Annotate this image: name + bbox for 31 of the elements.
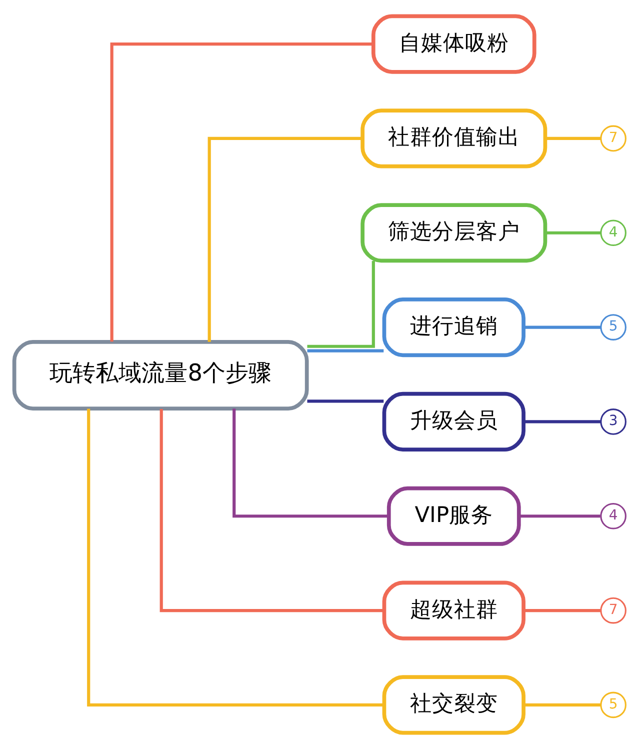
node-box: 社群价值输出 [360, 108, 548, 168]
connector [307, 260, 375, 348]
connector [160, 408, 384, 612]
connector [208, 136, 362, 342]
node-box: VIP服务 [386, 486, 521, 546]
connector [519, 514, 600, 518]
connector [307, 400, 384, 403]
connector [307, 349, 384, 352]
connector [87, 408, 384, 706]
node-box: 升级会员 [382, 392, 526, 452]
connector [524, 420, 601, 424]
node-circle: 7 [600, 597, 626, 624]
node-box: 超级社群 [382, 580, 526, 640]
node-circle: 3 [600, 408, 626, 435]
connector [524, 703, 601, 706]
node-box: 筛选分层客户 [360, 203, 548, 263]
connector [545, 136, 601, 140]
connector [232, 408, 389, 518]
node-circle: 7 [600, 125, 626, 152]
node-box: 玩转私域流量8个步骤 [12, 340, 309, 410]
connector [110, 42, 374, 342]
connector [524, 326, 601, 329]
node-circle: 5 [600, 314, 626, 340]
connector [524, 608, 601, 612]
connector [545, 231, 601, 234]
node-circle: 4 [600, 220, 626, 246]
node-box: 社交裂变 [382, 675, 526, 735]
node-box: 进行追销 [382, 298, 526, 358]
node-circle: 4 [600, 502, 626, 530]
node-box: 自媒体吸粉 [371, 14, 536, 74]
node-circle: 5 [600, 692, 626, 718]
